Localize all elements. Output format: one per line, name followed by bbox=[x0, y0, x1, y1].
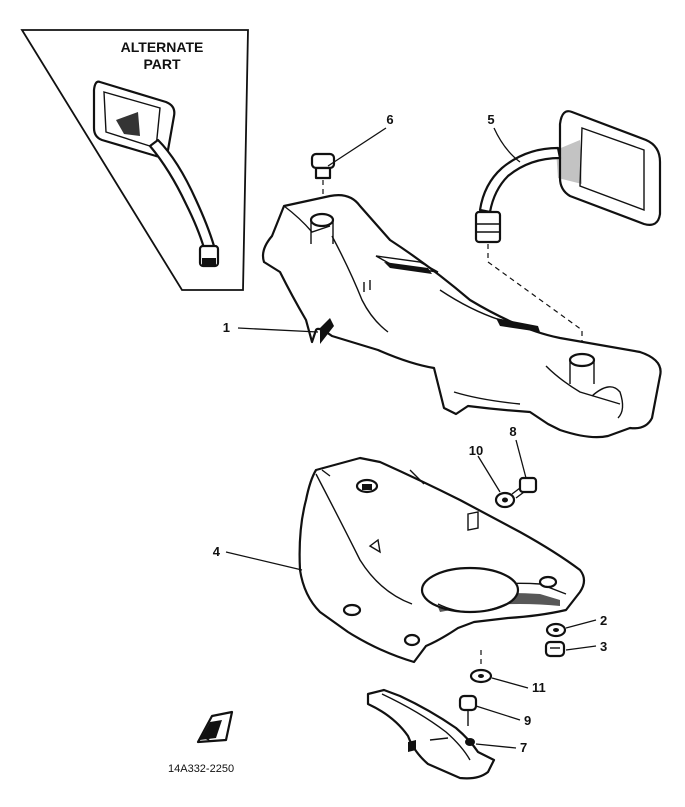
fwd-arrow-icon: FWD bbox=[196, 710, 234, 744]
lower-handle-cover bbox=[298, 456, 586, 664]
inset-title-line1: ALTERNATE bbox=[121, 39, 204, 55]
cap-bolt bbox=[310, 152, 336, 210]
callout-5: 5 bbox=[487, 112, 494, 127]
alternate-mirror bbox=[92, 80, 220, 268]
nut-2 bbox=[545, 622, 567, 638]
alternate-mirror-stem bbox=[148, 138, 216, 250]
alternate-part-inset: ALTERNATE PART bbox=[20, 29, 249, 291]
callout-8: 8 bbox=[509, 424, 516, 439]
callout-2: 2 bbox=[600, 613, 607, 628]
callout-labels: 1 2 3 4 5 6 7 8 9 10 11 bbox=[213, 112, 607, 755]
callout-3: 3 bbox=[600, 639, 607, 654]
callout-4: 4 bbox=[213, 544, 221, 559]
callout-11: 11 bbox=[532, 680, 546, 695]
lower-cover-body bbox=[298, 456, 586, 664]
callout-9: 9 bbox=[524, 713, 531, 728]
mirror-head bbox=[558, 110, 662, 226]
leader-lines bbox=[225, 127, 597, 749]
inset-frame bbox=[20, 29, 249, 291]
upper-cover-body bbox=[261, 194, 662, 439]
cap-nut-3 bbox=[544, 640, 566, 658]
inset-title-line2: PART bbox=[143, 56, 181, 72]
screw-9 bbox=[458, 694, 478, 726]
washer-11 bbox=[469, 650, 493, 684]
bracket-body bbox=[366, 688, 496, 780]
bracket-7 bbox=[366, 688, 496, 780]
callout-1: 1 bbox=[223, 320, 230, 335]
mirror-stem bbox=[478, 146, 562, 214]
washer-10 bbox=[494, 491, 516, 509]
bolt-8 bbox=[511, 476, 538, 499]
mirror-base bbox=[474, 210, 502, 244]
mirror-assembly bbox=[474, 110, 662, 355]
upper-handle-cover bbox=[261, 194, 662, 439]
callout-10: 10 bbox=[469, 443, 483, 458]
callout-6: 6 bbox=[386, 112, 393, 127]
diagram-code: 14A332-2250 bbox=[168, 763, 234, 775]
callout-7: 7 bbox=[520, 740, 527, 755]
